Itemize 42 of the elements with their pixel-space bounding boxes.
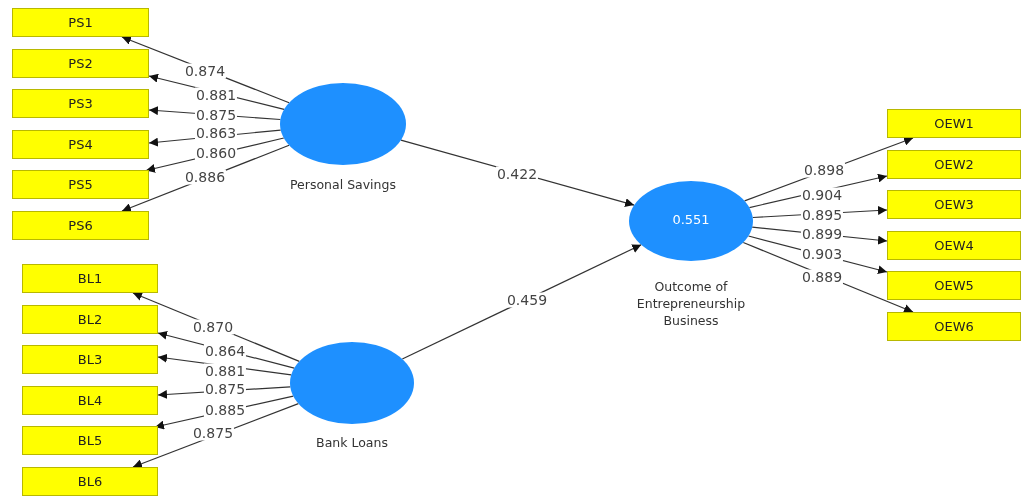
- indicator-box: PS6: [12, 211, 149, 240]
- construct-label: Bank Loans: [315, 434, 389, 451]
- edge-label: 0.870: [191, 319, 235, 335]
- edge-label: 0.864: [203, 343, 247, 359]
- indicator-box: PS2: [12, 48, 149, 78]
- indicator-box: BL6: [22, 467, 158, 496]
- indicator-box: BL1: [22, 264, 158, 293]
- edge-label: 0.875: [203, 381, 247, 397]
- edge-label: 0.875: [191, 425, 235, 441]
- indicator-box: OEW5: [887, 271, 1021, 301]
- edge-label: 0.863: [194, 125, 238, 141]
- indicator-box: BL5: [22, 426, 158, 456]
- edge-label: 0.889: [800, 269, 844, 285]
- edge-label: 0.885: [203, 402, 247, 418]
- indicator-box: PS3: [12, 89, 149, 119]
- edge-label: 0.904: [800, 187, 844, 203]
- construct-label: Personal Savings: [289, 176, 397, 193]
- indicator-box: BL3: [22, 345, 158, 375]
- indicator-box: OEW1: [887, 109, 1021, 138]
- construct-label: Outcome of Entrepreneurship Business: [635, 278, 747, 329]
- indicator-box: BL4: [22, 385, 158, 415]
- indicator-box: PS1: [12, 8, 149, 37]
- indicator-box: OEW2: [887, 149, 1021, 179]
- edge-label: 0.898: [802, 162, 846, 178]
- indicator-box: BL2: [22, 304, 158, 334]
- r-squared-value: 0.551: [671, 212, 711, 227]
- edge-label: 0.875: [194, 107, 238, 123]
- edge-label: 0.874: [183, 63, 227, 79]
- edge-label: 0.881: [194, 87, 238, 103]
- edge-label: 0.886: [183, 169, 227, 185]
- indicator-box: OEW6: [887, 312, 1021, 341]
- indicator-box: OEW4: [887, 230, 1021, 260]
- edge-label: 0.895: [800, 207, 844, 223]
- edge-label: 0.903: [800, 246, 844, 262]
- edge-label: 0.881: [203, 363, 247, 379]
- edge-label: 0.860: [194, 145, 238, 161]
- edge-label: 0.899: [800, 226, 844, 242]
- indicator-box: PS4: [12, 129, 149, 159]
- edge-label: 0.459: [505, 292, 549, 308]
- edge-label: 0.422: [495, 166, 539, 182]
- indicator-box: OEW3: [887, 190, 1021, 220]
- indicator-box: PS5: [12, 170, 149, 200]
